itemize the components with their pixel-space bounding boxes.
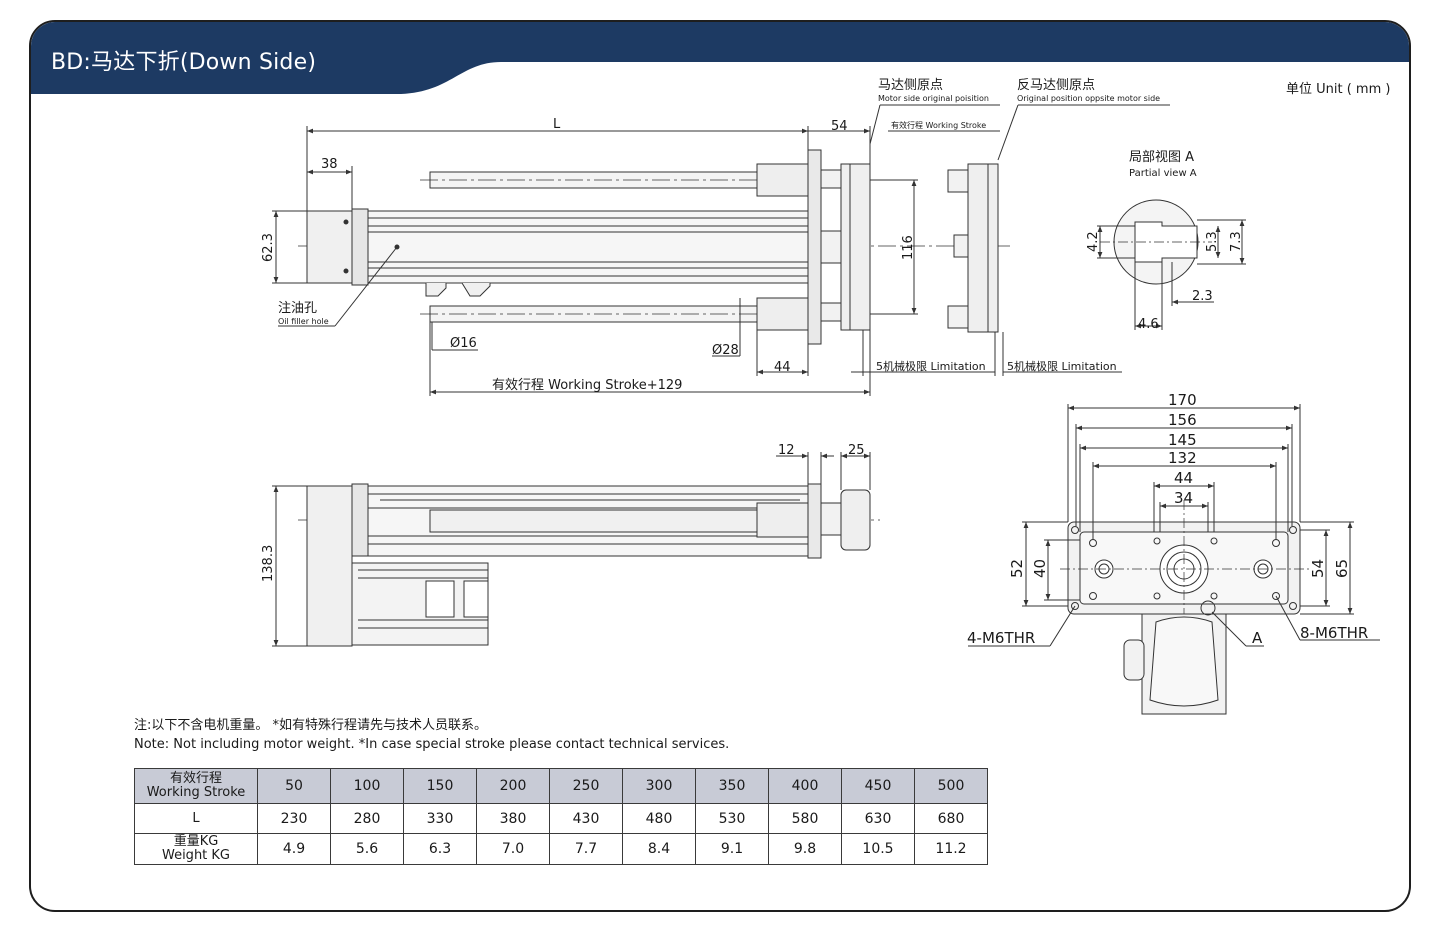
partial-view-a [1097,199,1246,330]
dim-dia28: Ø28 [712,343,739,358]
dim-116: 116 [901,235,916,260]
dim-145: 145 [1168,431,1197,449]
unit-label: 单位 Unit ( mm ) [1286,82,1390,97]
l-cell: 230 [257,803,331,834]
dim-44: 44 [774,360,791,375]
limit-left: 5机械极限 Limitation [876,359,986,373]
stroke-cell: 400 [768,768,842,804]
notes: 注:以下不含电机重量。 *如有特殊行程请先与技术人员联系。 Note: Not … [134,716,729,754]
weight-cell: 8.4 [622,833,696,865]
limit-right: 5机械极限 Limitation [1007,359,1117,373]
end-view [968,404,1380,715]
weight-cell: 7.7 [549,833,623,865]
l-cell: 480 [622,803,696,834]
drawing-frame: BD:马达下折(Down Side) [29,20,1411,912]
l-cell: 330 [403,803,477,834]
weight-cell: 9.8 [768,833,842,865]
stroke-cell: 500 [914,768,988,804]
weight-cell: 7.0 [476,833,550,865]
stroke-cell: 100 [330,768,404,804]
dim-L: L [553,117,561,132]
l-header: L [134,803,258,834]
weight-cell: 11.2 [914,833,988,865]
partial-view-cn: 局部视图 A [1129,150,1194,165]
stroke-cell: 450 [841,768,915,804]
stroke-cell: 200 [476,768,550,804]
hole-4-m6: 4-M6THR [967,629,1035,647]
working-stroke-total: 有效行程 Working Stroke+129 [492,378,682,393]
weight-header-en: Weight KG [161,848,231,863]
dim-25: 25 [848,443,865,458]
dim-5-3: 5.3 [1205,231,1220,252]
stroke-cell: 150 [403,768,477,804]
dim-54: 54 [831,119,848,134]
page-title: BD:马达下折(Down Side) [51,50,317,75]
weight-cell: 9.1 [695,833,769,865]
stroke-cell: 350 [695,768,769,804]
dim-2-3: 2.3 [1192,289,1213,304]
working-stroke-small: 有效行程 Working Stroke [891,120,986,130]
dim-62-3: 62.3 [261,233,276,262]
dim-52: 52 [1008,559,1026,578]
stroke-cell: 300 [622,768,696,804]
dim-138-3: 138.3 [261,545,276,582]
dim-54-end: 54 [1309,559,1327,578]
dim-7-3: 7.3 [1229,231,1244,252]
l-cell: 580 [768,803,842,834]
opp-origin-cn: 反马达侧原点 [1017,78,1095,93]
l-cell: 380 [476,803,550,834]
hole-8-m6: 8-M6THR [1300,624,1368,642]
note-cn: 注:以下不含电机重量。 *如有特殊行程请先与技术人员联系。 [134,718,488,733]
l-cell: 530 [695,803,769,834]
weight-header-cn: 重量KG [173,834,219,849]
stroke-header-en: Working Stroke [146,785,246,800]
dim-44-end: 44 [1174,469,1193,487]
dim-4-2: 4.2 [1086,231,1101,252]
dim-dia16: Ø16 [450,336,477,351]
dim-156: 156 [1168,411,1197,429]
stroke-header-cn: 有效行程 [169,771,222,786]
dim-34: 34 [1174,489,1193,507]
stroke-cell: 50 [257,768,331,804]
dim-65: 65 [1333,559,1351,578]
side-view [272,452,880,647]
opp-origin-en: Original position oppsite motor side [1017,94,1160,103]
view-a-marker: A [1252,629,1263,647]
oil-filler-cn: 注油孔 [278,301,317,316]
dim-12: 12 [778,443,795,458]
dim-4-6: 4.6 [1138,317,1159,332]
l-cell: 680 [914,803,988,834]
dim-38: 38 [321,157,338,172]
header-bar [31,22,1409,94]
weight-cell: 6.3 [403,833,477,865]
dim-170: 170 [1168,391,1197,409]
stroke-cell: 250 [549,768,623,804]
weight-cell: 5.6 [330,833,404,865]
oil-filler-en: Oil filler hole [278,317,329,326]
dim-132: 132 [1168,449,1197,467]
l-cell: 280 [330,803,404,834]
l-cell: 630 [841,803,915,834]
weight-cell: 10.5 [841,833,915,865]
weight-cell: 4.9 [257,833,331,865]
top-view [272,104,1170,396]
motor-origin-cn: 马达侧原点 [878,78,943,93]
partial-view-en: Partial view A [1129,168,1197,179]
motor-origin-en: Motor side original poisition [878,94,989,103]
dim-40: 40 [1031,559,1049,578]
l-cell: 430 [549,803,623,834]
note-en: Note: Not including motor weight. *In ca… [134,737,730,752]
